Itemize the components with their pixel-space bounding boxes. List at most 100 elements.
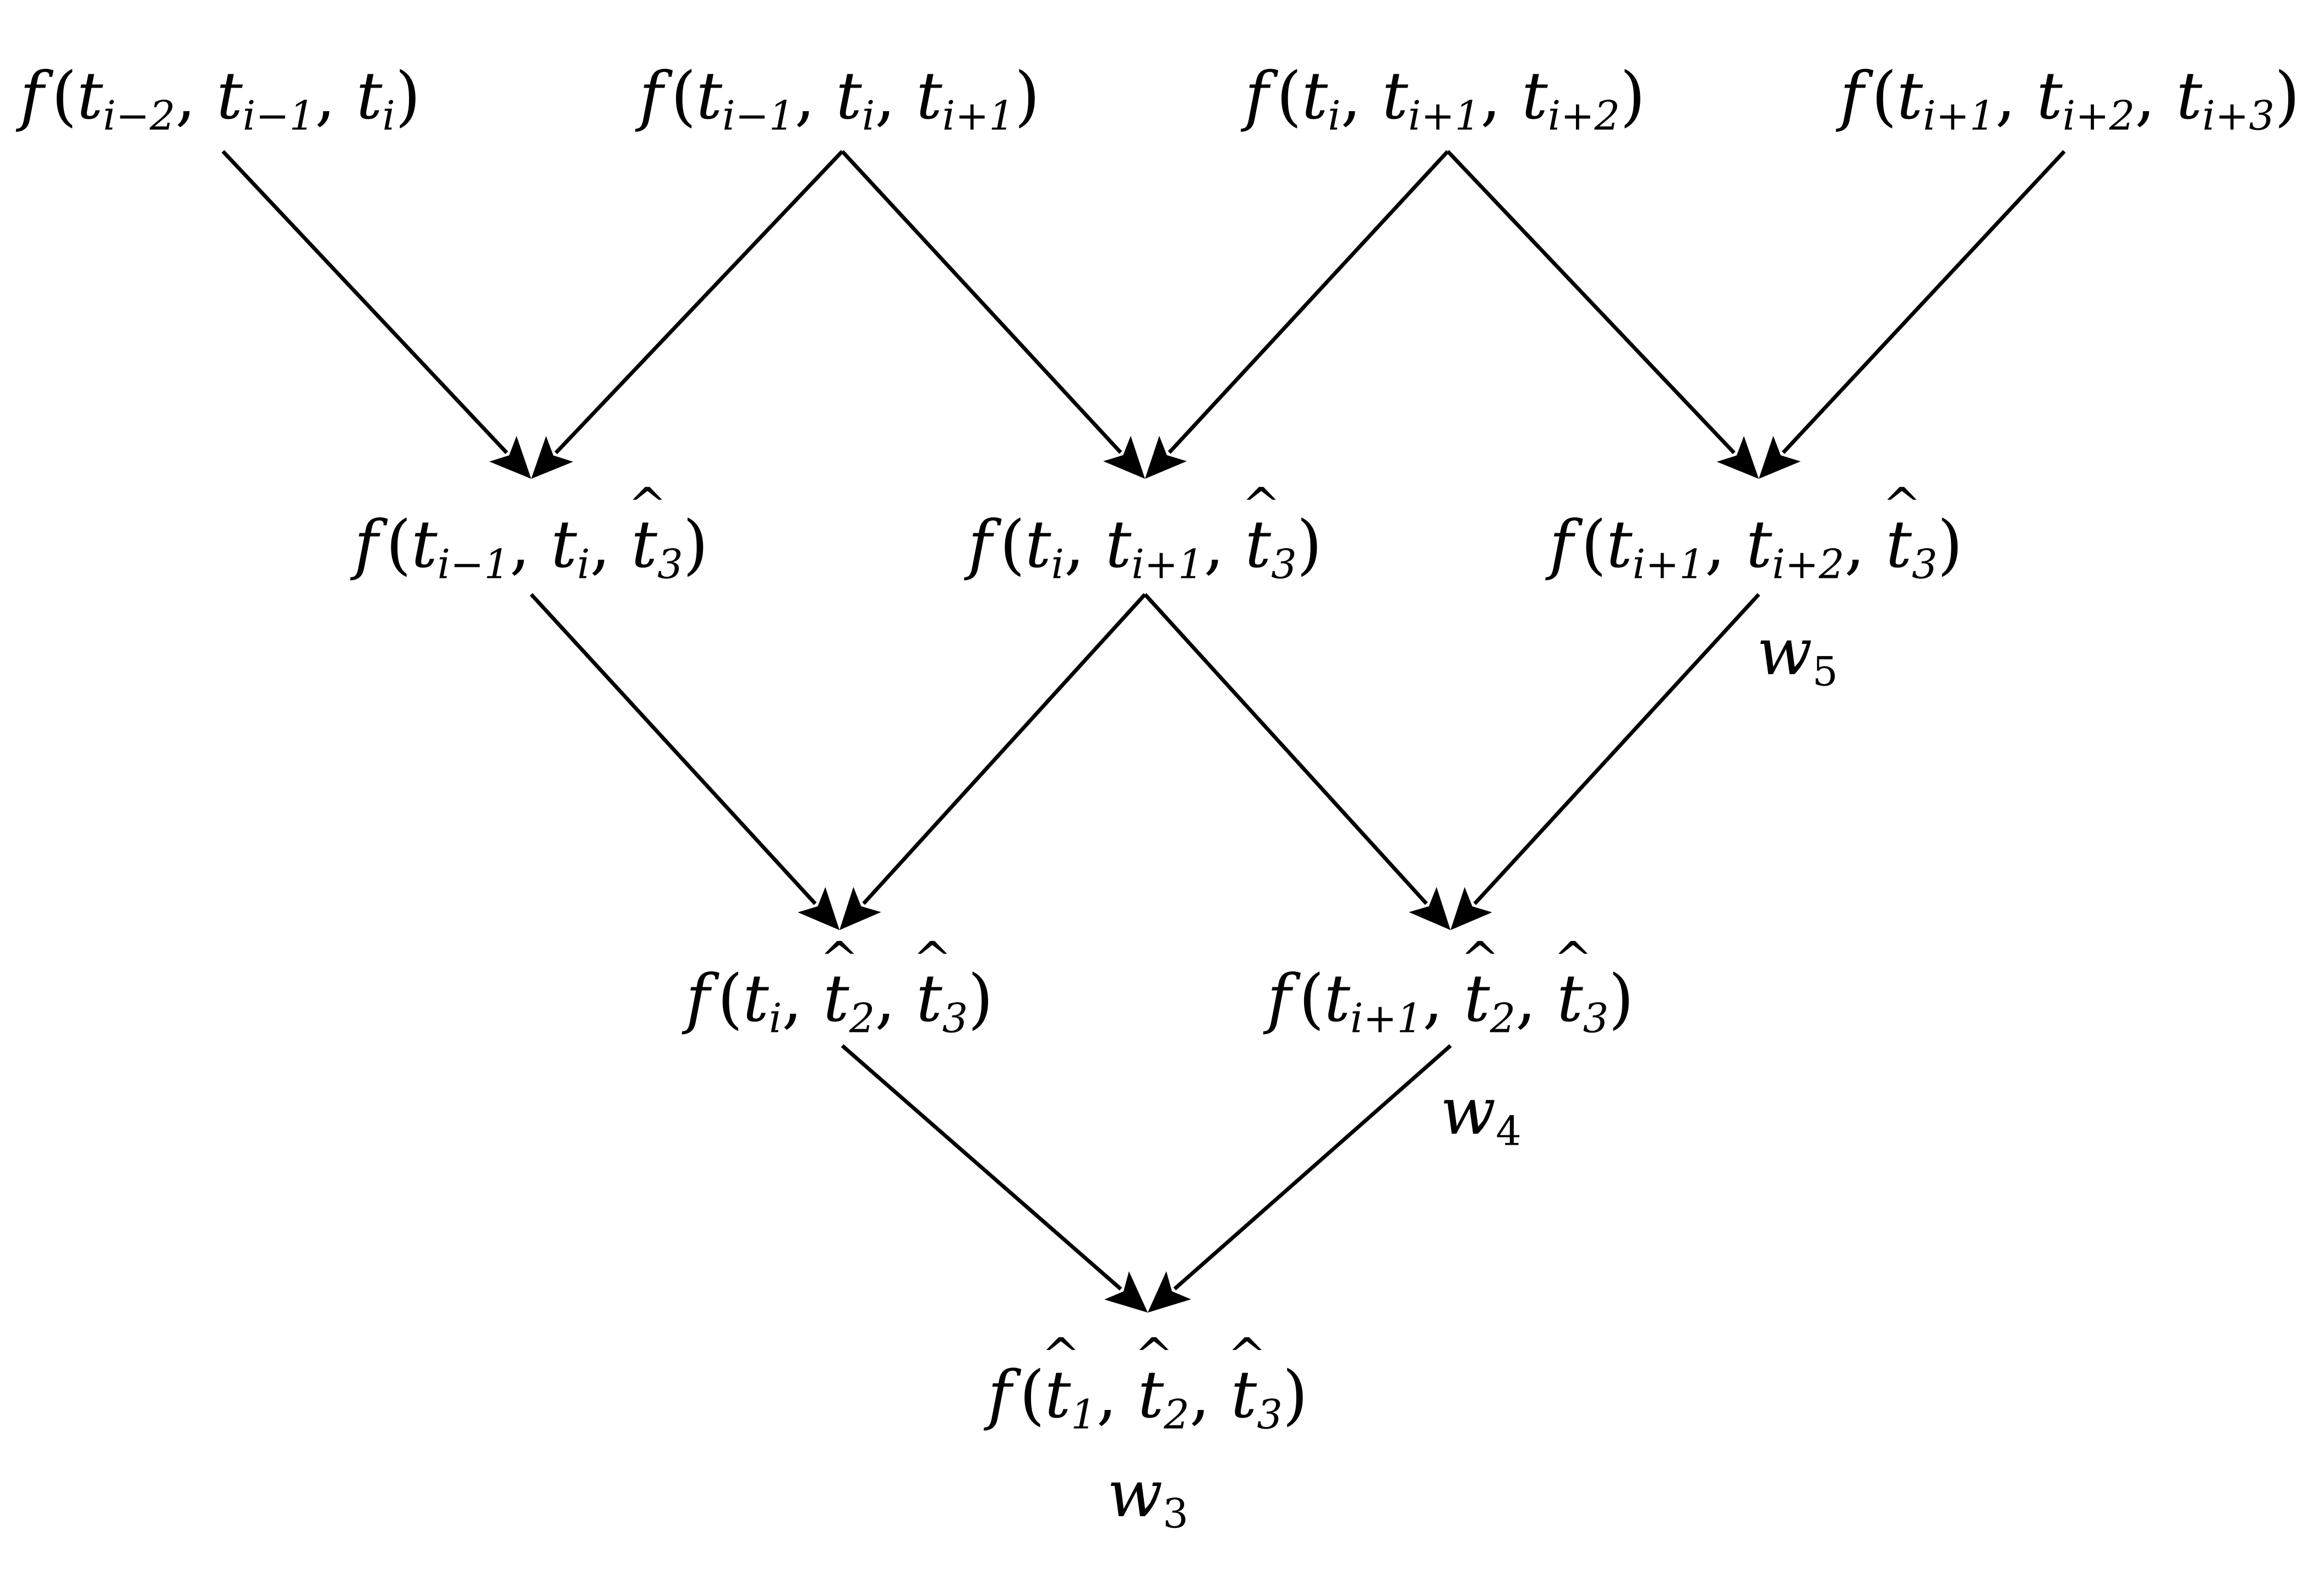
node-n5: f(ti−1, ti, t3) bbox=[354, 512, 708, 585]
close-paren: ) bbox=[395, 58, 421, 134]
argument: ti−2 bbox=[77, 58, 176, 136]
argument: t3 bbox=[631, 506, 683, 585]
separator: , bbox=[782, 960, 824, 1036]
open-paren: ( bbox=[670, 58, 696, 134]
edge-line bbox=[1781, 150, 2066, 454]
hatted-variable: t bbox=[1464, 966, 1490, 1031]
argument: t3 bbox=[916, 960, 968, 1039]
edge-n3-to-n7 bbox=[1446, 150, 1759, 479]
subscript: 3 bbox=[942, 995, 968, 1042]
function-symbol: f bbox=[639, 58, 663, 134]
argument: ti−1 bbox=[216, 58, 315, 136]
weight-subscript: 4 bbox=[1496, 1108, 1522, 1155]
subscript: 3 bbox=[1257, 1391, 1283, 1439]
separator: , bbox=[1064, 506, 1105, 582]
argument: t3 bbox=[1231, 1357, 1283, 1435]
variable: t bbox=[216, 58, 243, 134]
variable: t bbox=[1746, 506, 1773, 582]
node-n2: f(ti−1, ti, ti+1) bbox=[639, 63, 1040, 136]
subscript: i−1 bbox=[722, 92, 795, 140]
variable: t bbox=[696, 58, 723, 134]
node-n6: f(ti, ti+1, t3) bbox=[968, 512, 1322, 585]
edge-line bbox=[1473, 593, 1760, 905]
node-n9: f(ti+1, t2, t3) bbox=[1267, 966, 1634, 1039]
hatted-variable: t bbox=[1557, 966, 1583, 1031]
edge-line bbox=[530, 593, 817, 905]
open-paren: ( bbox=[1871, 58, 1897, 134]
edge-n2-to-n6 bbox=[841, 150, 1145, 479]
argument: ti bbox=[836, 58, 875, 136]
edge-line bbox=[221, 150, 508, 455]
edge-line bbox=[1143, 593, 1428, 905]
subscript: 2 bbox=[1164, 1391, 1190, 1439]
variable: t bbox=[1301, 58, 1328, 134]
subscript: 2 bbox=[849, 995, 875, 1042]
variable: t bbox=[356, 58, 383, 134]
subscript: 3 bbox=[1583, 995, 1609, 1042]
separator: , bbox=[1422, 960, 1464, 1036]
subscript: i bbox=[577, 541, 590, 588]
node-n10: f(t1, t2, t3) bbox=[988, 1362, 1308, 1435]
edge-n6-to-n8 bbox=[839, 593, 1147, 930]
argument: ti−1 bbox=[411, 506, 510, 585]
weight-symbol: w bbox=[1757, 614, 1813, 690]
separator: , bbox=[875, 960, 917, 1036]
separator: , bbox=[1480, 58, 1522, 134]
subscript: i+1 bbox=[1350, 995, 1423, 1042]
function-symbol: f bbox=[1267, 960, 1291, 1036]
subscript: i+1 bbox=[942, 92, 1015, 140]
hatted-variable: t bbox=[1245, 512, 1271, 577]
separator: , bbox=[1515, 960, 1557, 1036]
separator: , bbox=[1995, 58, 2037, 134]
function-symbol: f bbox=[685, 960, 710, 1036]
argument: ti+2 bbox=[1522, 58, 1620, 136]
arrowhead-icon bbox=[1759, 435, 1801, 479]
subscript: i bbox=[861, 92, 875, 140]
argument: t2 bbox=[1464, 960, 1515, 1039]
subscript: 3 bbox=[1271, 541, 1297, 588]
variable: t bbox=[1105, 506, 1132, 582]
subscript: 3 bbox=[657, 541, 683, 588]
open-paren: ( bbox=[386, 506, 412, 582]
edge-n9-to-n10 bbox=[1148, 1044, 1452, 1313]
function-symbol: f bbox=[1549, 506, 1574, 582]
edge-line bbox=[1446, 150, 1736, 455]
argument: ti+1 bbox=[1896, 58, 1995, 136]
separator: , bbox=[875, 58, 917, 134]
variable: t bbox=[1606, 506, 1633, 582]
close-paren: ) bbox=[1937, 506, 1963, 582]
hatted-variable: t bbox=[823, 966, 849, 1031]
separator: , bbox=[315, 58, 357, 134]
edge-n2-to-n5 bbox=[531, 150, 844, 479]
function-symbol: f bbox=[968, 506, 993, 582]
arrowhead-icon bbox=[489, 436, 531, 479]
variable: t bbox=[1522, 58, 1548, 134]
subscript: i bbox=[768, 995, 782, 1042]
argument: ti+1 bbox=[1382, 58, 1481, 136]
subscript: i bbox=[382, 92, 395, 140]
separator: , bbox=[1189, 1357, 1231, 1433]
argument: ti+3 bbox=[2176, 58, 2275, 136]
subscript: i+3 bbox=[2202, 92, 2275, 140]
open-paren: ( bbox=[51, 58, 77, 134]
function-symbol: f bbox=[988, 1357, 1012, 1433]
argument: ti bbox=[1025, 506, 1064, 585]
subscript: i+2 bbox=[1547, 92, 1620, 140]
weight-label-n10: w3 bbox=[1107, 1461, 1188, 1534]
subscript: i+1 bbox=[1923, 92, 1995, 140]
arrowhead-icon bbox=[1409, 887, 1451, 930]
subscript: i bbox=[1051, 541, 1064, 588]
argument: ti bbox=[743, 960, 782, 1039]
function-symbol: f bbox=[1840, 58, 1864, 134]
weight-symbol: w bbox=[1107, 1456, 1163, 1532]
variable: t bbox=[1382, 58, 1409, 134]
weight-subscript: 3 bbox=[1163, 1490, 1188, 1538]
node-n8: f(ti, t2, t3) bbox=[686, 966, 994, 1039]
argument: ti+2 bbox=[1746, 506, 1845, 585]
hatted-variable: t bbox=[1231, 1362, 1257, 1427]
function-symbol: f bbox=[1244, 58, 1269, 134]
variable: t bbox=[1896, 58, 1923, 134]
subscript: 1 bbox=[1071, 1391, 1097, 1439]
separator: , bbox=[794, 58, 836, 134]
